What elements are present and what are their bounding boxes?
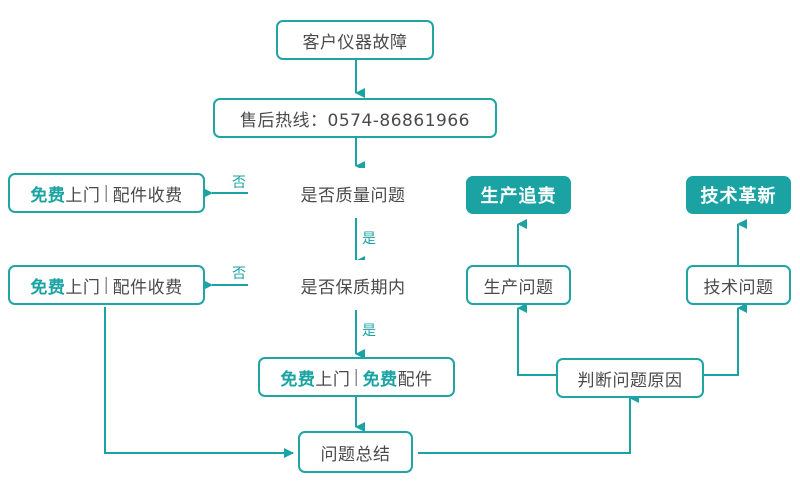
node-summary[interactable]: 问题总结 bbox=[298, 431, 413, 473]
node-decision-quality-label: 是否质量问题 bbox=[300, 185, 406, 206]
node-all-free[interactable]: 免费 上门 | 免费 配件 bbox=[258, 357, 455, 397]
node-paid-parts-2-onsite-label: 上门 bbox=[65, 277, 101, 298]
edge-label-quality-no: 否 bbox=[232, 175, 246, 191]
node-production-accountability[interactable]: 生产追责 bbox=[466, 176, 571, 214]
edge-summary-to-diagnose bbox=[418, 393, 639, 454]
node-production-accountability-label: 生产追责 bbox=[480, 186, 557, 207]
edge-label-quality-yes: 是 bbox=[362, 231, 376, 247]
node-summary-label: 问题总结 bbox=[320, 444, 391, 465]
node-start-label: 客户仪器故障 bbox=[302, 32, 408, 53]
node-decision-warranty-label: 是否保质期内 bbox=[300, 277, 406, 298]
node-paid-parts-2-free-label: 免费 bbox=[30, 277, 66, 298]
node-all-free-parts-label: 配件 bbox=[397, 369, 433, 390]
node-diagnose[interactable]: 判断问题原因 bbox=[556, 358, 704, 398]
node-all-free-free-1-label: 免费 bbox=[280, 369, 316, 390]
node-paid-parts-2-separator: | bbox=[103, 275, 110, 295]
node-paid-parts-1-parts-label: 配件收费 bbox=[112, 185, 183, 206]
node-paid-parts-1-onsite-label: 上门 bbox=[65, 185, 101, 206]
node-diagnose-label: 判断问题原因 bbox=[577, 370, 683, 391]
node-production-issue[interactable]: 生产问题 bbox=[466, 265, 571, 305]
node-all-free-separator: | bbox=[353, 367, 360, 387]
edge-diagnose-to-production bbox=[517, 303, 556, 376]
node-paid-parts-2-parts-label: 配件收费 bbox=[112, 277, 183, 298]
node-production-issue-label: 生产问题 bbox=[483, 277, 554, 298]
node-start[interactable]: 客户仪器故障 bbox=[276, 20, 434, 60]
node-paid-parts-1-free-label: 免费 bbox=[30, 185, 66, 206]
node-tech-innovation-label: 技术革新 bbox=[700, 186, 777, 207]
node-all-free-onsite-label: 上门 bbox=[315, 369, 351, 390]
node-tech-innovation[interactable]: 技术革新 bbox=[686, 176, 791, 214]
edge-label-warranty-no: 否 bbox=[232, 266, 246, 282]
edge-diagnose-to-tech bbox=[704, 303, 747, 376]
node-decision-warranty[interactable]: 是否保质期内 bbox=[248, 260, 458, 310]
node-paid-parts-1-separator: | bbox=[103, 183, 110, 203]
node-tech-issue[interactable]: 技术问题 bbox=[686, 265, 791, 305]
node-decision-quality[interactable]: 是否质量问题 bbox=[248, 168, 458, 218]
node-all-free-free-2-label: 免费 bbox=[362, 369, 398, 390]
node-paid-parts-1[interactable]: 免费 上门 | 配件收费 bbox=[8, 173, 205, 213]
edge-label-warranty-yes: 是 bbox=[362, 323, 376, 339]
node-hotline-label: 售后热线：0574-86861966 bbox=[240, 110, 470, 131]
node-paid-parts-2[interactable]: 免费 上门 | 配件收费 bbox=[8, 265, 205, 305]
node-tech-issue-label: 技术问题 bbox=[703, 277, 774, 298]
edge-paidparts2-to-summary bbox=[104, 307, 294, 458]
node-hotline[interactable]: 售后热线：0574-86861966 bbox=[213, 98, 497, 138]
